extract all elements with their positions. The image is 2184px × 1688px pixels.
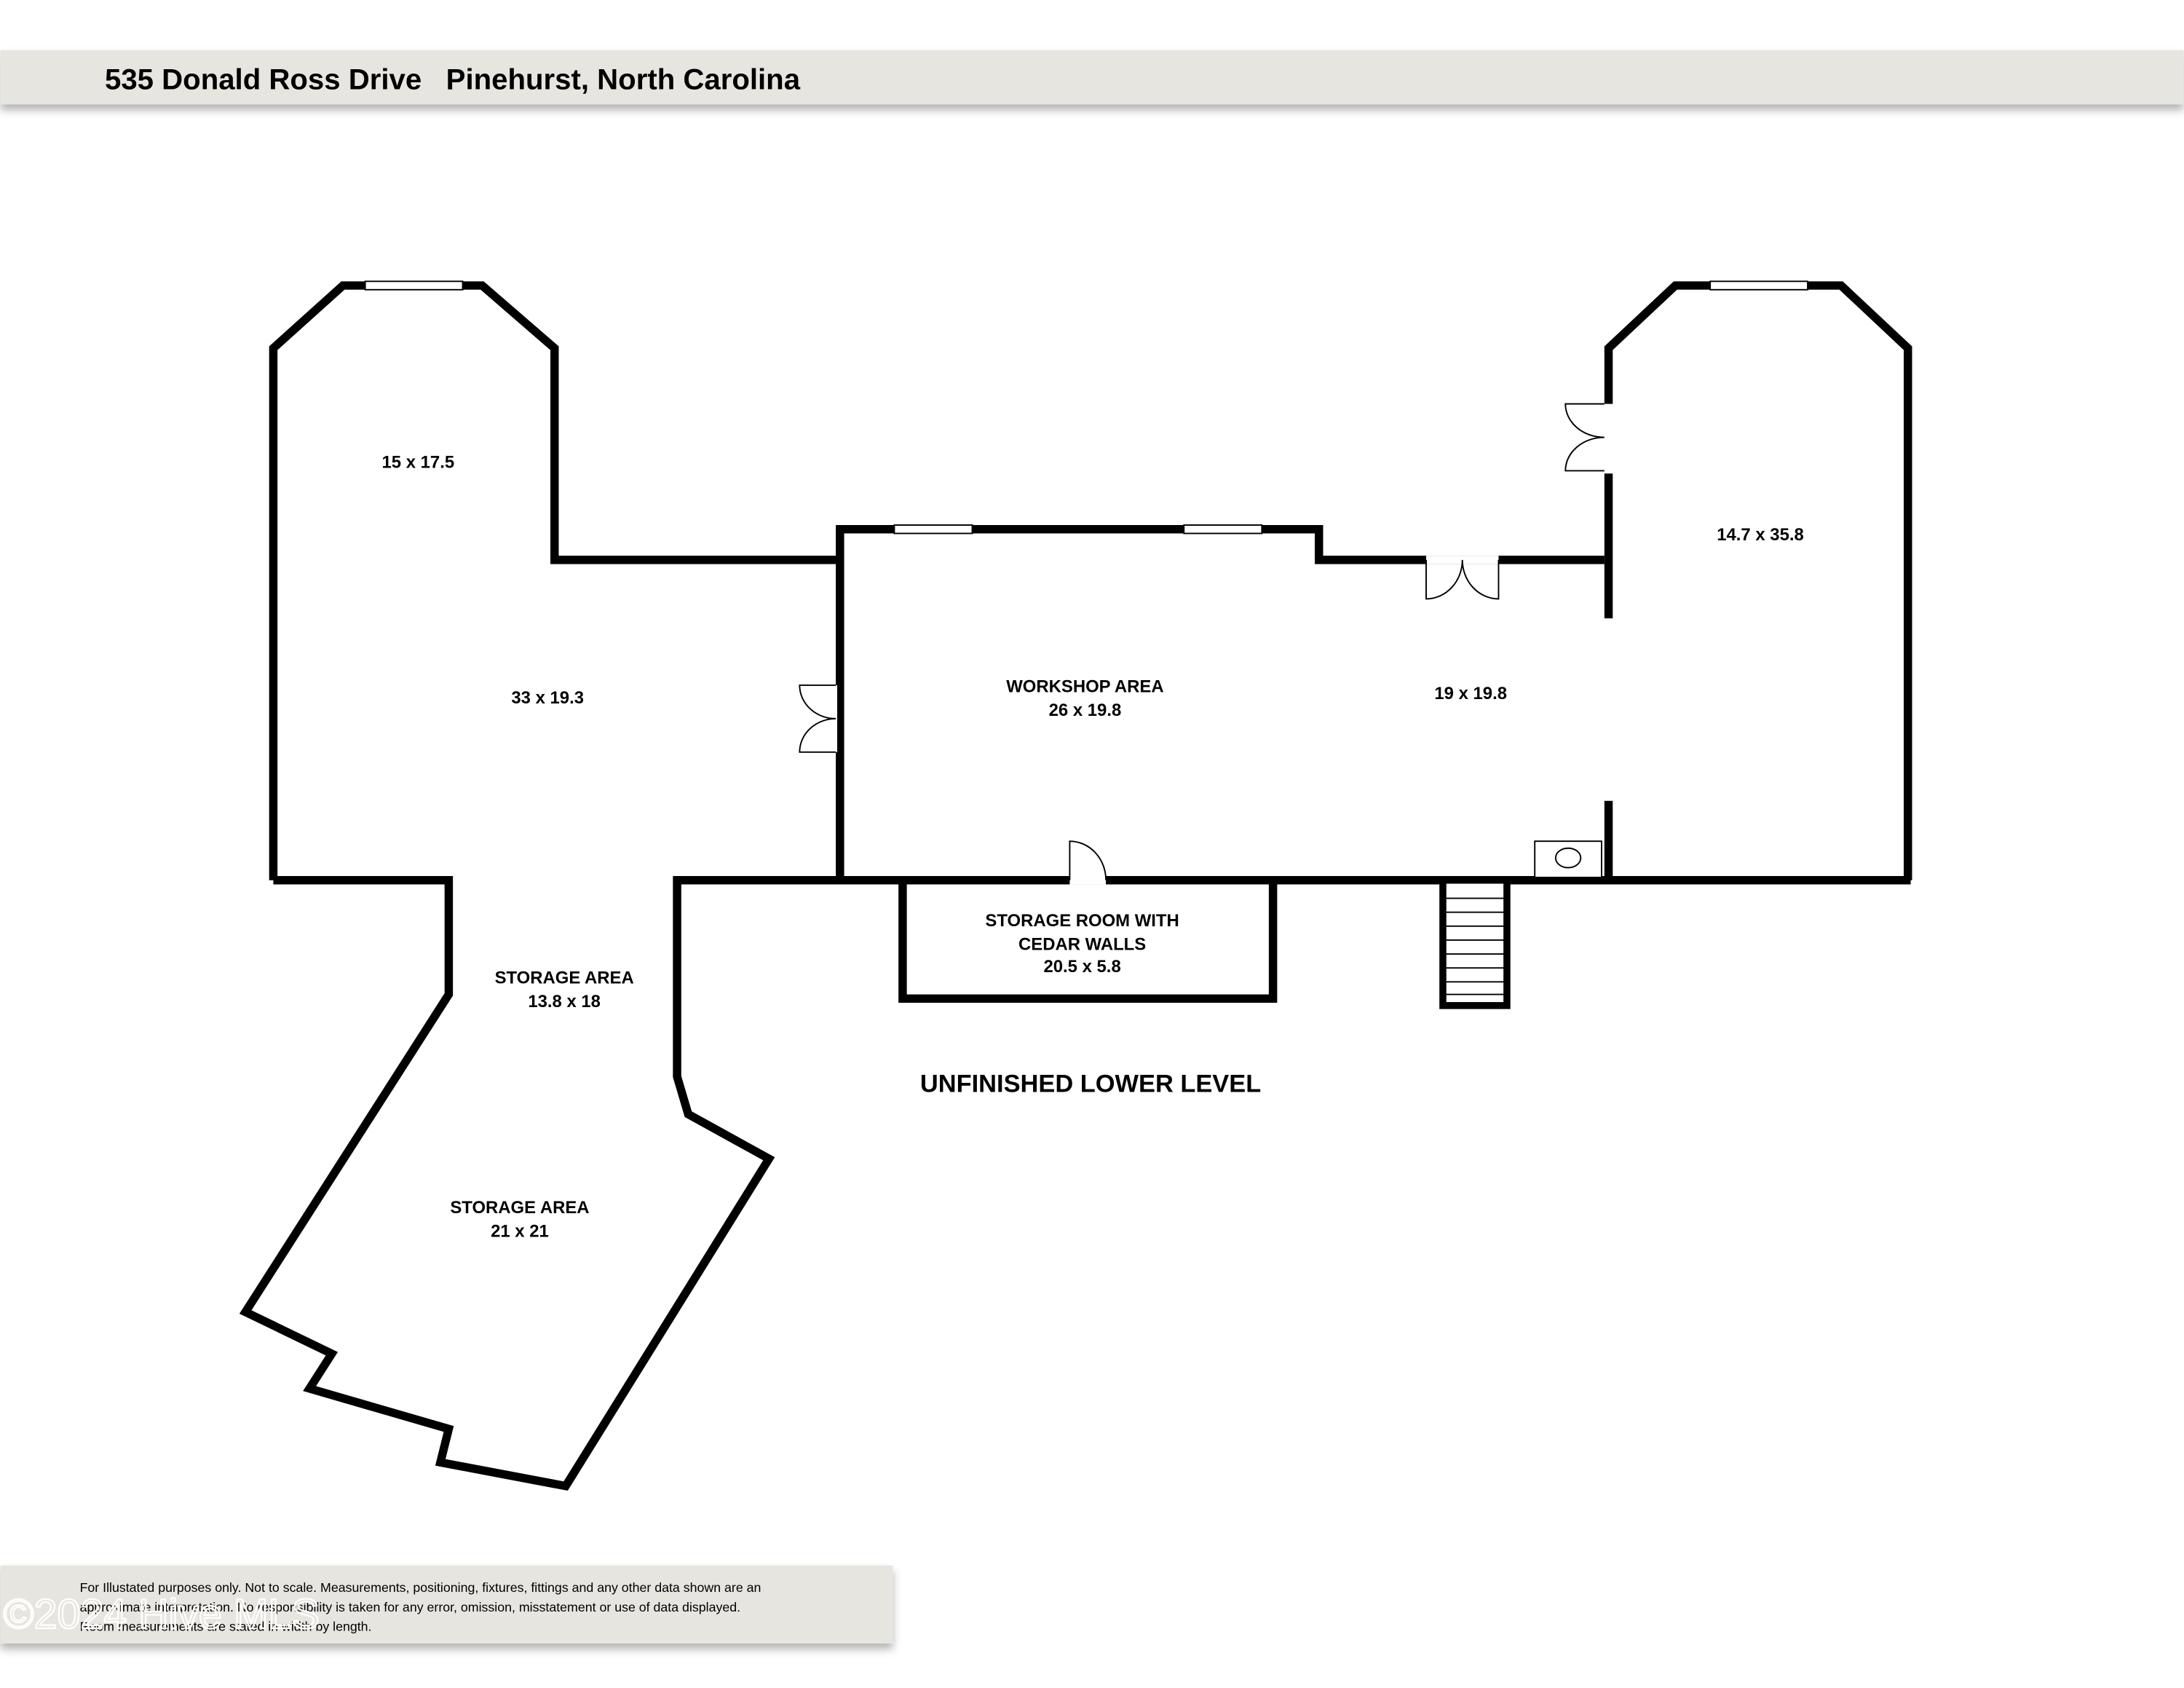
room-size: 26 x 19.8 <box>1049 701 1122 720</box>
stairs <box>1439 876 1511 1009</box>
room-name: STORAGE AREA <box>495 968 634 987</box>
room-size: 19 x 19.8 <box>1434 684 1507 703</box>
room-size: 33 x 19.3 <box>511 688 584 708</box>
room-name: WORKSHOP AREA <box>1006 677 1163 697</box>
room-size: 13.8 x 18 <box>528 992 601 1011</box>
room-size: 20.5 x 5.8 <box>1043 957 1120 977</box>
header-banner <box>0 50 2184 105</box>
room-name: CEDAR WALLS <box>1018 934 1146 954</box>
disclaimer-banner <box>0 1565 893 1644</box>
door-left-double <box>799 685 838 753</box>
walls <box>239 281 1912 1491</box>
door-right-double <box>1564 403 1605 472</box>
sink-icon <box>1534 840 1602 878</box>
disclaimer-line: approximate interpretation. No responsib… <box>80 1600 740 1614</box>
door-storage <box>1069 840 1107 885</box>
room-name: STORAGE AREA <box>450 1198 589 1218</box>
room-size: 21 x 21 <box>491 1221 549 1241</box>
room-size: 15 x 17.5 <box>382 453 455 473</box>
room-name: STORAGE ROOM WITH <box>985 911 1179 931</box>
windows <box>364 280 1809 535</box>
page-title: 535 Donald Ross Drive Pinehurst, North C… <box>105 63 801 95</box>
level-label: UNFINISHED LOWER LEVEL <box>920 1070 1261 1097</box>
disclaimer-line: Room measurements are stated in width by… <box>80 1620 372 1634</box>
disclaimer-line: For Illustated purposes only. Not to sca… <box>80 1580 761 1595</box>
room-size: 14.7 x 35.8 <box>1717 525 1804 545</box>
watermark: ©2024 Hive MLS <box>3 1591 319 1638</box>
door-top-double <box>1425 556 1500 600</box>
